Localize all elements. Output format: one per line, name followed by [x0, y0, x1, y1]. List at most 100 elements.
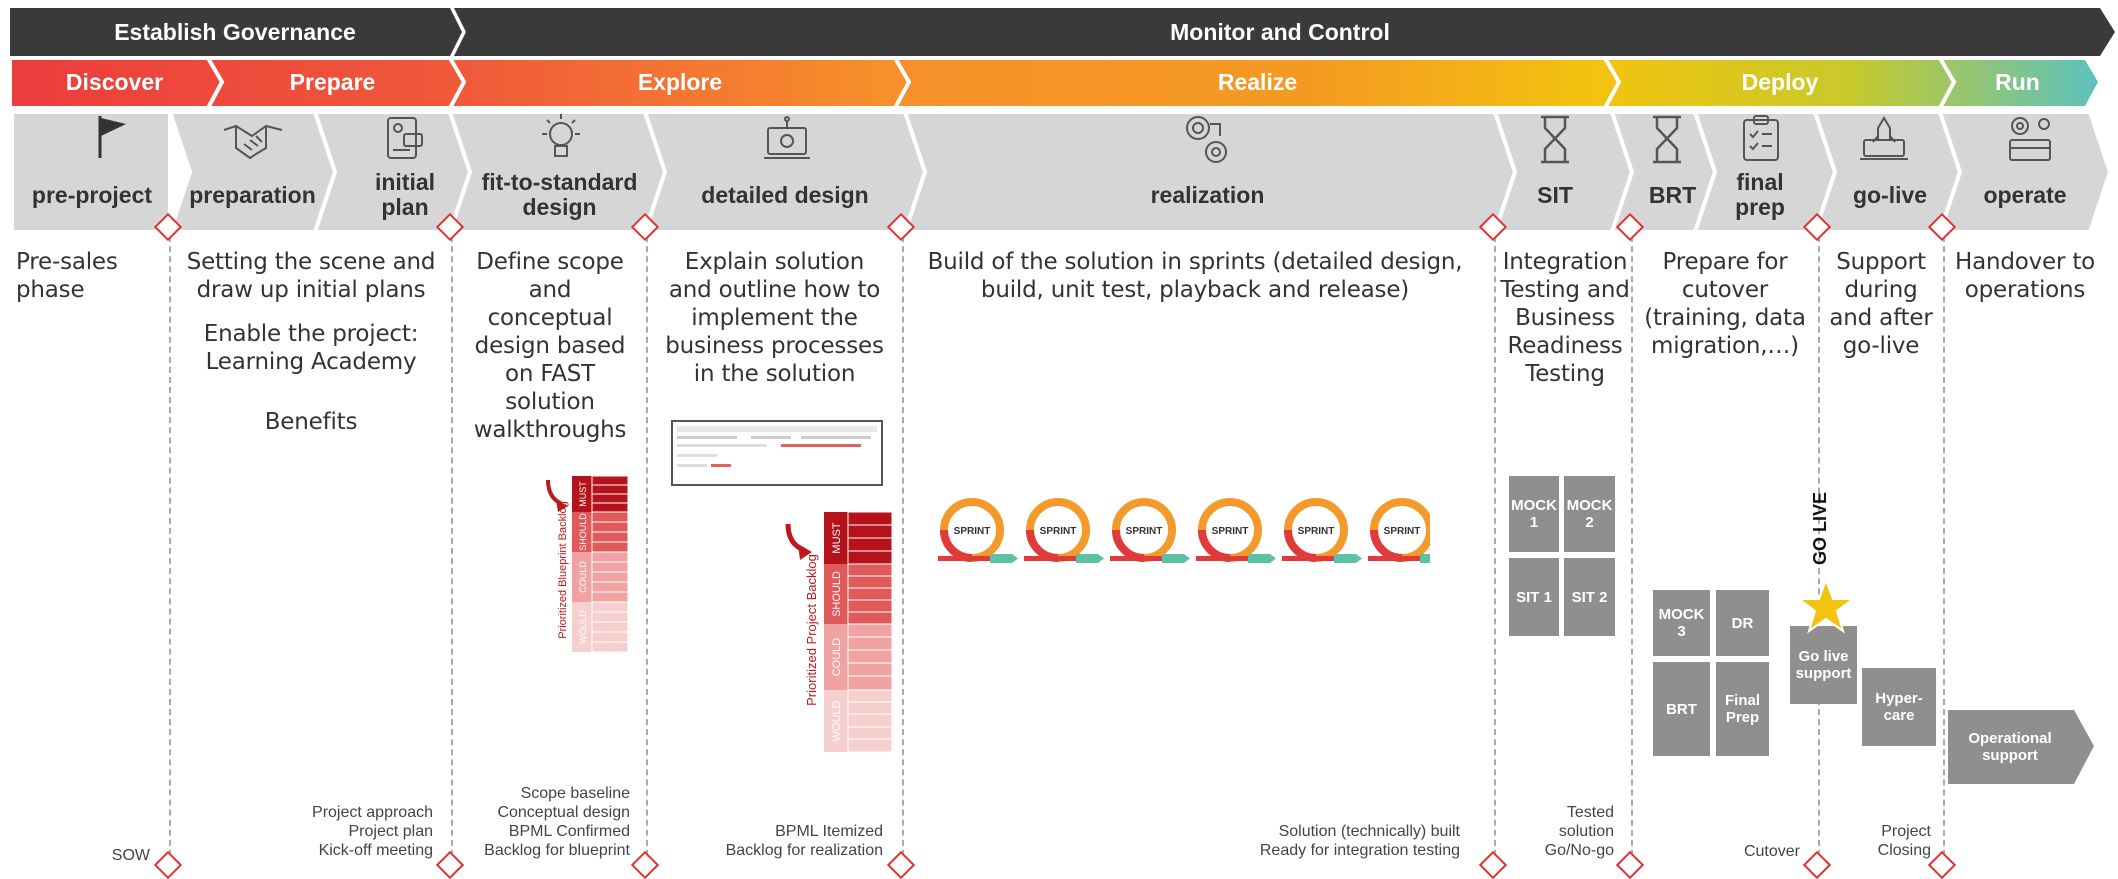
divider-line: [1494, 226, 1496, 866]
milestone-diamond: [1802, 850, 1832, 879]
sprint-cycle: SPRINT: [1196, 498, 1276, 563]
sit-1-box: SIT 1: [1509, 558, 1559, 636]
sprint-label: SPRINT: [1298, 526, 1335, 537]
realization-target-icon: [1186, 116, 1227, 163]
activity-brt: BRT: [1648, 182, 1697, 208]
backlog-level-could: COULD: [831, 638, 843, 677]
final-prep-box: Final Prep: [1716, 662, 1769, 756]
deliverable-item: Project plan: [348, 823, 434, 840]
activity-final-prep: final prep: [1735, 169, 1785, 220]
sprint-label: SPRINT: [954, 526, 991, 537]
deliverable-item: Scope baseline: [520, 785, 630, 802]
hourglass-icon: [1653, 115, 1681, 164]
desc-pre-sales: Pre-sales phase: [16, 249, 118, 303]
milestone-diamond: [153, 850, 183, 879]
design-laptop-icon: [764, 116, 810, 159]
desc-support-golive: Support during and after go-live: [1829, 249, 1933, 359]
milestone-diamond: [1615, 850, 1645, 879]
divider-line: [1943, 226, 1945, 866]
backlog-level-must: MUST: [831, 522, 843, 553]
operational-support-arrow: [1948, 710, 2094, 784]
milestone-diamond: [1927, 850, 1957, 879]
desc-prepare-scene: Setting the scene and draw up initial pl…: [186, 249, 436, 303]
activity-detailed-design: detailed design: [701, 182, 869, 208]
lightbulb-icon: [542, 114, 580, 157]
desc-handover: Handover to operations: [1954, 249, 2096, 303]
sprint-label: SPRINT: [1040, 526, 1077, 537]
operate-icon: [2009, 117, 2051, 161]
governance-bar: [10, 8, 2115, 56]
sprint-sequence: SPRINT SPRINT SPRINT SPRINT SPRINT SPRINT: [938, 498, 1430, 563]
backlog-level-should: SHOULD: [831, 571, 843, 617]
backlog-level-would: WOULD: [578, 610, 588, 644]
handshake-icon: [223, 124, 283, 160]
flag-icon: [98, 116, 126, 158]
sprint-cycle: SPRINT: [1110, 498, 1190, 563]
activity-go-live: go-live: [1852, 182, 1928, 208]
desc-explain-solution: Explain solution and outline how to impl…: [665, 249, 884, 387]
go-live-support-box: Go live support: [1790, 626, 1857, 704]
sprint-cycle: SPRINT: [1024, 498, 1104, 563]
deliverable-cutover: Cutover: [1743, 843, 1800, 860]
divider-line: [902, 226, 904, 866]
activity-sit: SIT: [1537, 182, 1573, 208]
mock-3-box: MOCK 3: [1653, 590, 1710, 656]
activity-realization: realization: [1150, 182, 1265, 208]
deliverable-item: Backlog for realization: [725, 842, 883, 859]
phase-discover: Discover: [65, 69, 164, 95]
desc-enable-project: Enable the project: Learning Academy: [203, 321, 419, 375]
phase-deploy: Deploy: [1741, 69, 1819, 95]
sprint-label: SPRINT: [1384, 526, 1421, 537]
activity-fit-to-standard: fit-to-standard design: [481, 169, 638, 220]
deliverable-item: Kick-off meeting: [318, 842, 433, 859]
deliverable-sow: SOW: [111, 847, 150, 864]
sprint-cycle: SPRINT: [1282, 498, 1362, 563]
divider-line: [451, 226, 453, 866]
deliverables-prepare: Project approach Project plan Kick-off m…: [230, 803, 433, 860]
rocket-laptop-icon: [1860, 116, 1908, 160]
activity-initial-plan: initial plan: [374, 169, 436, 220]
deliverable-item: Backlog for blueprint: [484, 842, 630, 859]
phase-realize: Realize: [1217, 69, 1298, 95]
deliverable-item: BPML Itemized: [775, 823, 883, 840]
deliverable-item: Solution (technically) built: [1278, 823, 1460, 840]
divider-line: [1631, 226, 1633, 866]
project-backlog: MUST SHOULD COULD WOULD Prioritized Proj…: [785, 511, 893, 753]
solution-screenshot-thumbnail: [671, 420, 883, 486]
divider-line: [169, 226, 171, 866]
deliverables-sit: Tested solution Go/No-go: [1510, 803, 1614, 860]
milestone-diamond: [1478, 850, 1508, 879]
sit-2-box: SIT 2: [1564, 558, 1615, 636]
go-live-vertical-label: GO LIVE: [1810, 491, 1830, 565]
desc-integration-testing: Integration Testing and Business Readine…: [1500, 249, 1630, 387]
desc-prepare-cutover: Prepare for cutover (training, data migr…: [1644, 249, 1806, 359]
desc-define-scope: Define scope and conceptual design based…: [473, 249, 627, 443]
hourglass-icon: [1541, 115, 1569, 164]
deliverables-closing: Project Closing: [1850, 822, 1931, 860]
blueprint-backlog: MUST SHOULD COULD WOULD Prioritized Blue…: [546, 475, 629, 653]
activity-pre-project: pre-project: [31, 182, 153, 208]
phase-explore: Explore: [637, 69, 723, 95]
deliverable-item: Ready for integration testing: [1259, 842, 1460, 859]
project-backlog-title: Prioritized Project Backlog: [804, 554, 819, 706]
deliverable-item: Conceptual design: [497, 804, 630, 821]
divider-line: [1818, 226, 1820, 866]
divider-line: [646, 226, 648, 866]
deliverables-explore-detail: BPML Itemized Backlog for realization: [680, 822, 883, 860]
phase-bar: [12, 56, 2098, 108]
sprint-cycle: SPRINT: [938, 498, 1018, 563]
deliverable-item: Tested: [1566, 804, 1614, 821]
desc-build-solution: Build of the solution in sprints (detail…: [927, 249, 1463, 303]
deliverable-item: BPML Confirmed: [508, 823, 630, 840]
phase-prepare: Prepare: [289, 69, 376, 95]
hypercare-box: Hyper-care: [1862, 668, 1936, 746]
backlog-level-would: WOULD: [831, 700, 843, 741]
deliverable-item: Project approach: [312, 804, 433, 821]
deliverable-item: Go/No-go: [1544, 842, 1614, 859]
operational-support-label: Operational support: [1968, 730, 2052, 764]
activity-bar: [10, 110, 2113, 234]
checklist-icon: [1743, 115, 1779, 161]
deliverable-item: Closing: [1877, 842, 1931, 859]
sprint-label: SPRINT: [1212, 526, 1249, 537]
deliverables-realize: Solution (technically) built Ready for i…: [1180, 822, 1460, 860]
